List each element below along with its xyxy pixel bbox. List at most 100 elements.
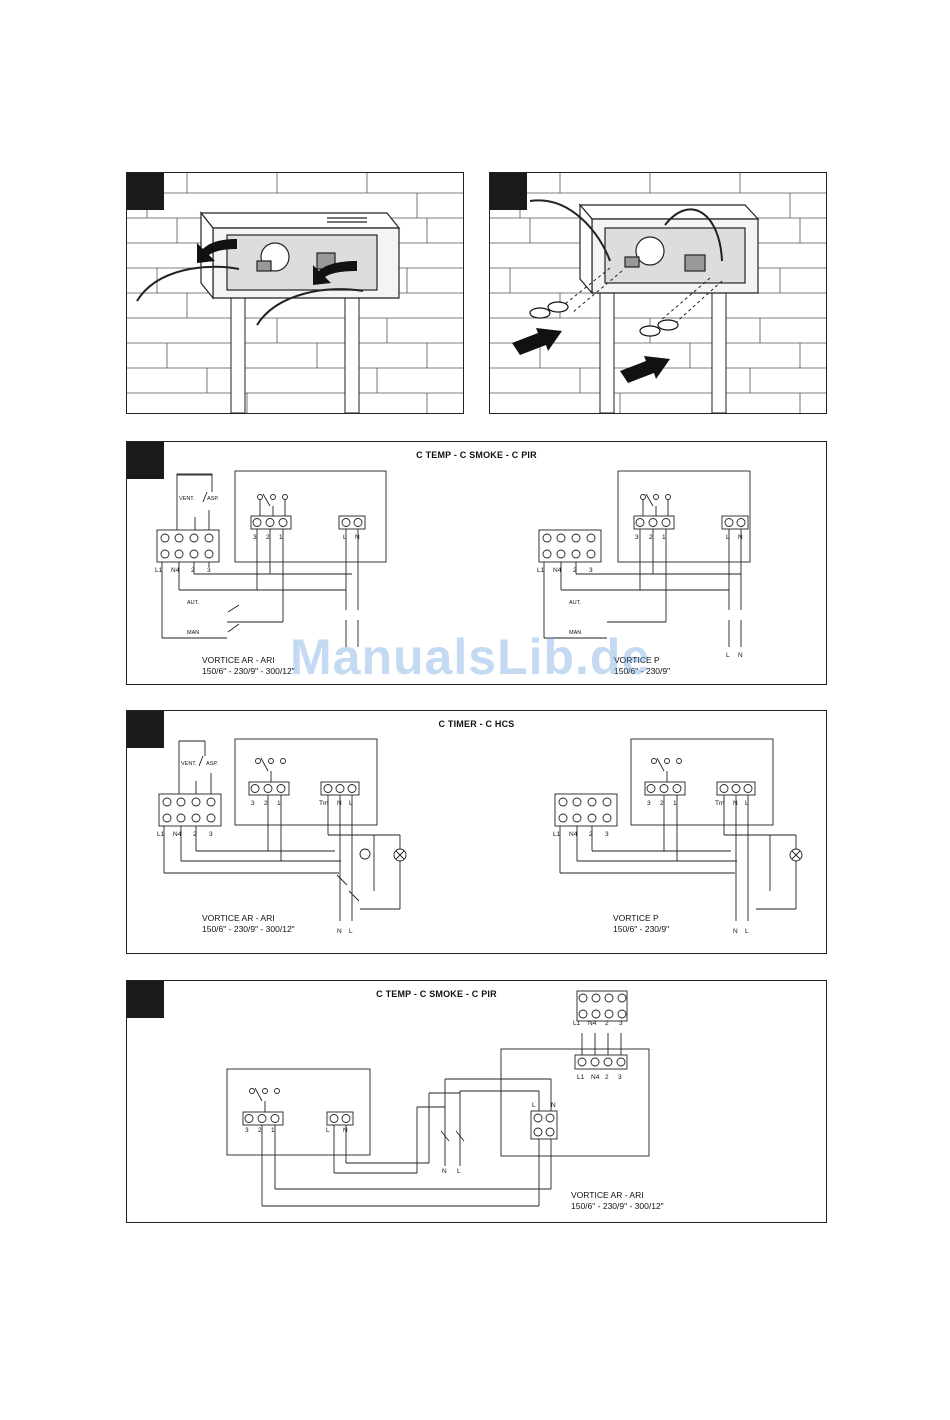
install-illustration-1 xyxy=(127,173,463,413)
controller-terminal-block xyxy=(250,515,366,530)
man-label: MAN xyxy=(187,630,199,636)
arrow-icon xyxy=(197,239,357,285)
fan-model-right: VORTICE P 150/6" - 230/9" xyxy=(613,913,669,935)
terminal-label: 3 xyxy=(619,1020,623,1027)
wiring-lines xyxy=(163,795,401,921)
fan-terminal-block xyxy=(554,793,618,827)
step-badge xyxy=(127,442,164,479)
install-illustration-2 xyxy=(490,173,826,413)
man-label: MAN xyxy=(569,630,581,636)
watermark: ManualsLib.de xyxy=(290,629,651,685)
lamp-icon xyxy=(393,848,407,862)
wiring-diagram-c: 3 2 1 L N L N L1 N4 2 3 L1 N4 2 3 N L xyxy=(226,990,650,1207)
terminal-label: N4 xyxy=(591,1074,600,1081)
controller-box xyxy=(234,738,378,826)
model-sizes: 150/6" - 230/9" xyxy=(613,924,670,934)
arrow-icon xyxy=(512,328,670,383)
terminal-label: 3 xyxy=(635,534,639,541)
terminal-label: N xyxy=(355,534,360,541)
terminal-label: 3 xyxy=(253,534,257,541)
fan-terminal-block xyxy=(156,529,220,563)
terminal-label: 2 xyxy=(193,831,197,838)
step-badge xyxy=(127,711,164,748)
model-name: VORTICE AR - ARI xyxy=(571,1190,644,1200)
wiring-labels: 3 2 1 L N L N L1 N4 2 3 L1 N4 2 3 N L xyxy=(245,1020,623,1175)
install-panel-1 xyxy=(126,172,464,414)
switch-label: VENT. xyxy=(181,761,197,767)
controller-terminal-block xyxy=(242,1111,354,1126)
line-label: N xyxy=(738,652,743,659)
terminal-label: 2 xyxy=(264,800,268,807)
fan-terminal-block xyxy=(574,990,628,1070)
terminal-label: 2 xyxy=(605,1074,609,1081)
model-sizes: 150/6" - 230/9" - 300/12" xyxy=(202,924,295,934)
terminal-label: 1 xyxy=(662,534,666,541)
switch-label: ASP. xyxy=(206,761,218,767)
step-badge xyxy=(127,981,164,1018)
wiring-lines xyxy=(543,529,742,647)
terminal-label: Tm xyxy=(319,800,328,807)
terminal-label: 1 xyxy=(279,534,283,541)
terminal-label: 2 xyxy=(191,567,195,574)
terminal-label: 3 xyxy=(207,567,211,574)
wiring-lines xyxy=(559,795,797,921)
terminal-label: L xyxy=(349,800,353,807)
terminal-label: N4 xyxy=(569,831,578,838)
wiring-labels: 3 2 1 Tm N L L1 N4 2 3 VENT. ASP. N L 3 … xyxy=(157,761,749,935)
step-badge xyxy=(127,173,164,210)
panel-title: C TEMP - C SMOKE - C PIR xyxy=(376,989,497,999)
model-sizes: 150/6" - 230/9" - 300/12" xyxy=(202,666,295,676)
controller-box xyxy=(226,1068,371,1156)
terminal-label: N xyxy=(738,534,743,541)
controller-box xyxy=(617,470,751,563)
terminal-label: L1 xyxy=(157,831,165,838)
switch-label: VENT. xyxy=(179,496,195,502)
terminal-label: N xyxy=(733,800,738,807)
wiring-panel-c: C TEMP - C SMOKE - C PIR xyxy=(126,980,827,1223)
switch-label: ASP. xyxy=(207,496,219,502)
controller-box xyxy=(234,470,387,563)
step-badge xyxy=(490,173,527,210)
terminal-label: L1 xyxy=(577,1074,585,1081)
line-label: N xyxy=(733,928,738,935)
terminal-label: L xyxy=(745,800,749,807)
controller-terminal-block xyxy=(633,515,749,530)
terminal-label: 1 xyxy=(277,800,281,807)
line-label: L xyxy=(349,928,353,935)
terminal-label: N4 xyxy=(173,831,182,838)
terminal-label: L xyxy=(343,534,347,541)
vent-asp-switch xyxy=(176,473,213,530)
relay-switch xyxy=(640,493,671,516)
controller-box xyxy=(578,203,760,295)
terminal-label: L1 xyxy=(553,831,561,838)
aut-label: AUT. xyxy=(569,600,581,606)
wiring-panel-b: C TIMER - C HCS xyxy=(126,710,827,954)
terminal-label: 3 xyxy=(209,831,213,838)
controller-box xyxy=(630,738,774,826)
panel-title: C TEMP - C SMOKE - C PIR xyxy=(416,450,537,460)
model-name: VORTICE AR - ARI xyxy=(202,655,275,665)
relay-switch xyxy=(257,493,288,516)
wiring-panel-a: C TEMP - C SMOKE - C PIR xyxy=(126,441,827,685)
cables xyxy=(529,199,723,262)
terminal-label: 2 xyxy=(258,1127,262,1134)
terminal-label: 3 xyxy=(605,831,609,838)
terminal-label: 2 xyxy=(649,534,653,541)
controller-terminal-block xyxy=(644,781,756,796)
wiring-diagram-b: 3 2 1 Tm N L L1 N4 2 3 VENT. ASP. N L 3 … xyxy=(157,738,803,935)
model-sizes: 150/6" - 230/9" - 300/12" xyxy=(571,1201,664,1211)
controller-terminal-block xyxy=(248,781,360,796)
terminal-label: 2 xyxy=(266,534,270,541)
terminal-label: N xyxy=(343,1127,348,1134)
relay-switch xyxy=(651,757,682,782)
relay-switch xyxy=(249,1087,280,1112)
pushbutton-icon xyxy=(359,848,371,860)
vent-asp-switch xyxy=(178,740,212,794)
terminal-label: 3 xyxy=(589,567,593,574)
terminal-label: 1 xyxy=(271,1127,275,1134)
line-label: L xyxy=(457,1168,461,1175)
fan-terminal-block xyxy=(158,793,222,827)
wiring-lines xyxy=(161,529,359,647)
terminal-label: 3 xyxy=(245,1127,249,1134)
wiring-labels: 3 2 1 L N L1 N4 2 3 VENT. ASP. AUT. MAN … xyxy=(155,496,743,659)
